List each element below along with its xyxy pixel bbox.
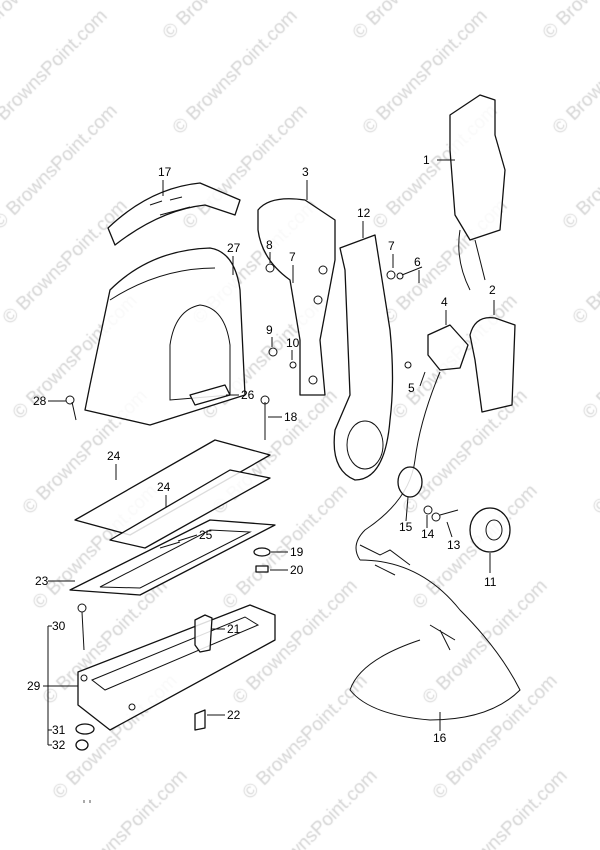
callout-number[interactable]: 30 [52,619,66,633]
callout-11[interactable]: 11 [484,553,497,589]
callout-number[interactable]: 13 [447,538,461,552]
part-3-lever [257,198,336,396]
callout-24[interactable]: 24 [107,449,121,480]
callout-30[interactable]: 30 [52,619,66,633]
parts-drawing [47,94,521,803]
part-29-base [77,604,276,731]
callout-7[interactable]: 7 [289,250,296,283]
callout-layer: 1234567789101112131415161718192021222324… [27,153,497,752]
callout-14[interactable]: 14 [421,515,435,541]
callout-28[interactable]: 28 [33,394,66,408]
callout-31[interactable]: 31 [52,723,66,737]
callout-15[interactable]: 15 [399,496,413,534]
callout-22[interactable]: 22 [207,708,241,722]
callout-6[interactable]: 6 [414,255,421,283]
callout-number[interactable]: 21 [227,622,241,636]
callout-number[interactable]: 28 [33,394,47,408]
callout-number[interactable]: 10 [286,336,300,350]
callout-10[interactable]: 10 [286,336,300,360]
callout-number[interactable]: 31 [52,723,66,737]
callout-26[interactable]: 26 [226,388,255,402]
callout-17[interactable]: 17 [158,165,172,196]
callout-27[interactable]: 27 [227,241,241,275]
callout-number[interactable]: 9 [266,323,273,337]
callout-2[interactable]: 2 [489,283,496,315]
leader-line [419,371,426,387]
callout-number[interactable]: 20 [290,563,304,577]
callout-number[interactable]: 22 [227,708,241,722]
callout-23[interactable]: 23 [35,574,75,588]
callout-19[interactable]: 19 [271,545,304,559]
callout-number[interactable]: 2 [489,283,496,297]
part-11-knob [469,507,511,553]
part-1-remote-control [449,94,506,241]
callout-number[interactable]: 6 [414,255,421,269]
callout-number[interactable]: 18 [284,410,298,424]
callout-21[interactable]: 21 [212,622,241,636]
callout-29[interactable]: 29 [27,679,78,693]
callout-7[interactable]: 7 [388,239,395,268]
part-16-harness [349,559,521,721]
callout-13[interactable]: 13 [446,521,461,552]
callout-18[interactable]: 18 [268,410,298,424]
leader-line [405,496,409,522]
callout-number[interactable]: 26 [241,388,255,402]
callout-3[interactable]: 3 [302,165,309,200]
part-12-control-arm [333,234,394,481]
callout-number[interactable]: 19 [290,545,304,559]
callout-4[interactable]: 4 [441,295,448,325]
callout-24[interactable]: 24 [157,480,171,508]
part-24-plate [74,439,271,536]
callout-number[interactable]: 4 [441,295,448,309]
callout-number[interactable]: 15 [399,520,413,534]
callout-number[interactable]: 7 [388,239,395,253]
callout-5[interactable]: 5 [408,371,426,395]
callout-16[interactable]: 16 [433,712,447,745]
callout-number[interactable]: 5 [408,381,415,395]
tick-mark [83,800,91,803]
callout-number[interactable]: 8 [266,238,273,252]
part-2-switch-cover [469,316,516,413]
callout-12[interactable]: 12 [357,206,371,238]
callout-number[interactable]: 16 [433,731,447,745]
callout-number[interactable]: 27 [227,241,241,255]
callout-number[interactable]: 32 [52,738,66,752]
callout-32[interactable]: 32 [52,738,66,752]
part-4-switch [427,324,469,371]
callout-number[interactable]: 14 [421,527,435,541]
part-27-housing [84,247,246,426]
callout-number[interactable]: 23 [35,574,49,588]
callout-number[interactable]: 17 [158,165,172,179]
callout-number[interactable]: 3 [302,165,309,179]
callout-number[interactable]: 11 [484,575,497,589]
callout-number[interactable]: 24 [107,449,121,463]
callout-number[interactable]: 25 [199,528,213,542]
callout-number[interactable]: 12 [357,206,371,220]
callout-number[interactable]: 24 [157,480,171,494]
callout-9[interactable]: 9 [266,323,273,347]
callout-8[interactable]: 8 [266,238,273,263]
callout-number[interactable]: 29 [27,679,41,693]
leader-line [446,521,453,538]
callout-number[interactable]: 7 [289,250,296,264]
leader-line [177,534,198,542]
callout-number[interactable]: 1 [423,153,430,167]
callout-20[interactable]: 20 [270,563,304,577]
part-17-cover [107,182,241,246]
callout-25[interactable]: 25 [177,528,213,542]
callout-1[interactable]: 1 [423,153,455,167]
